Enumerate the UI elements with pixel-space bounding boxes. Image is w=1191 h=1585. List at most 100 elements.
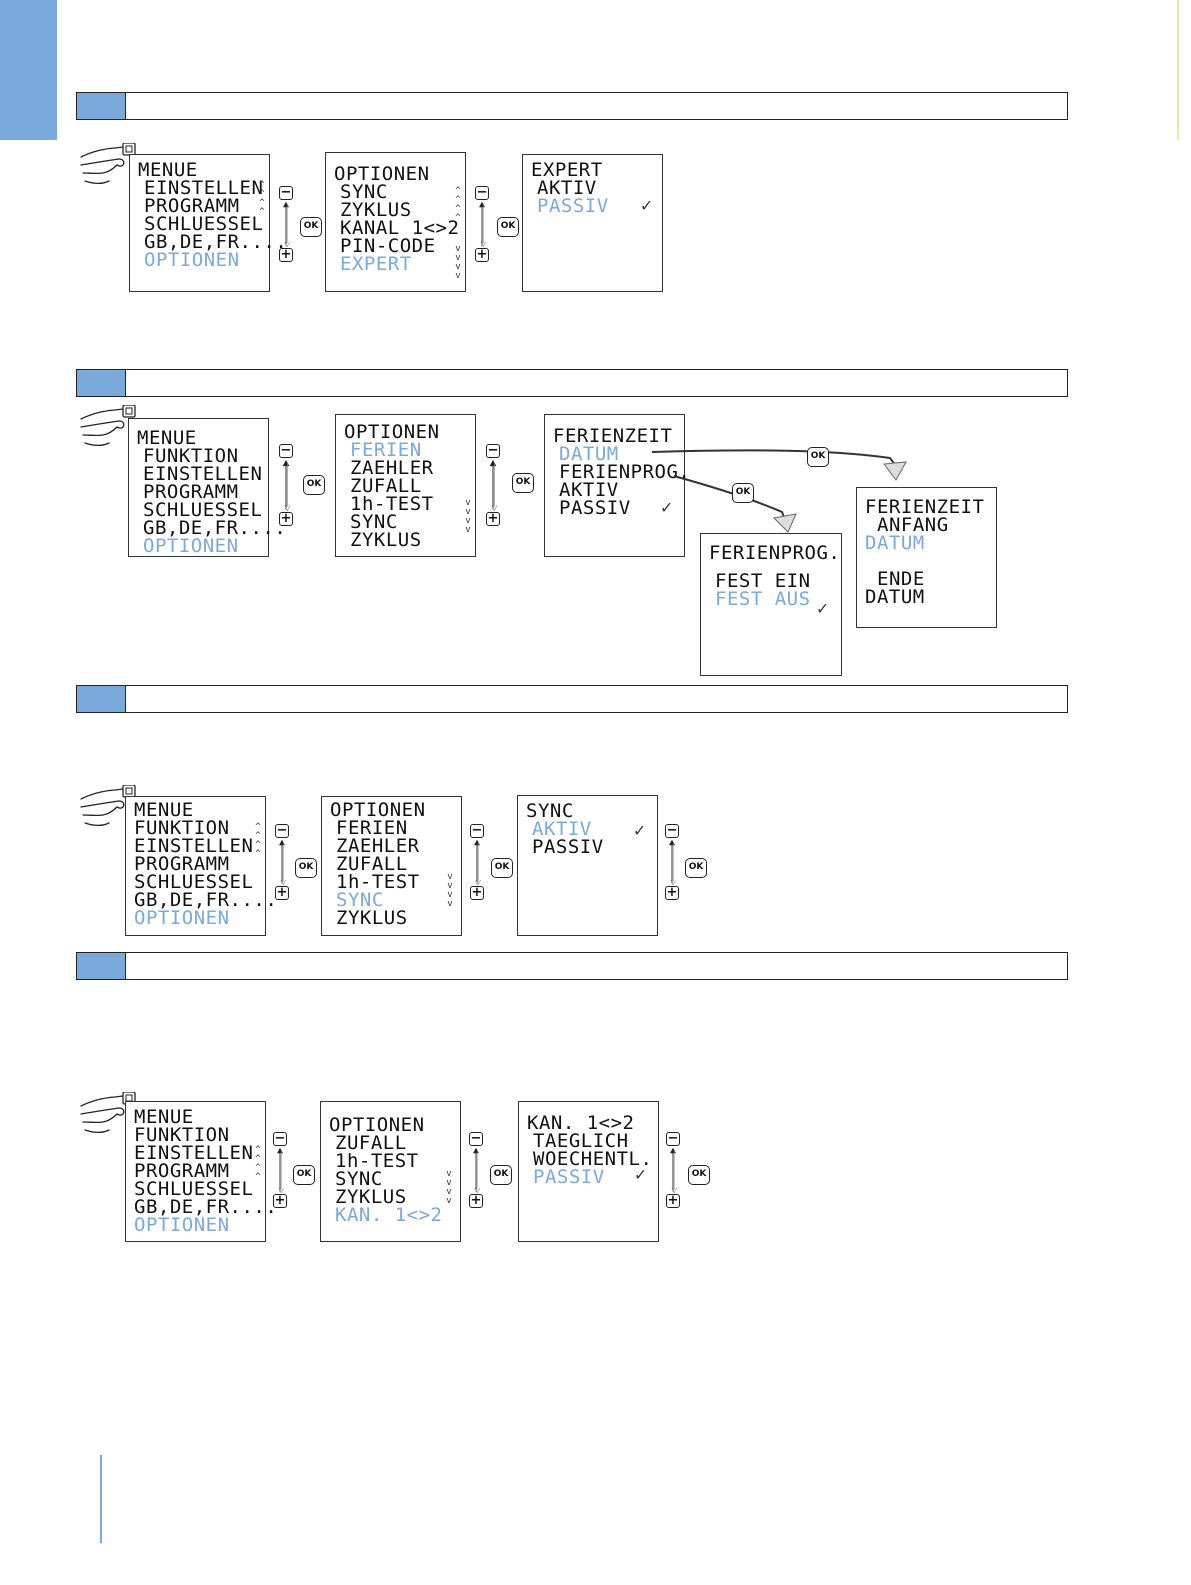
check-icon: ✓ <box>634 820 645 841</box>
menu-item: SCHLUESSEL <box>134 871 254 893</box>
nav-control: − + <box>485 444 509 544</box>
nav-control: − + <box>468 824 492 924</box>
menu-item: EINSTELLEN <box>144 177 264 199</box>
menu-item: ZYKLUS <box>336 907 408 929</box>
screen-title: MENUE <box>137 427 197 449</box>
up-down-arrow-icon <box>486 458 500 512</box>
menu-item: EINSTELLEN <box>143 463 263 485</box>
screen-title: MENUE <box>134 799 194 821</box>
up-down-arrow-icon <box>666 1146 680 1194</box>
menu-item-selected: OPTIONEN <box>144 249 240 271</box>
date-value: DATUM <box>865 586 925 608</box>
ok-button-icon: OK <box>490 1165 512 1185</box>
up-down-arrow-icon <box>475 200 489 248</box>
up-down-arrow-icon <box>469 1146 483 1194</box>
menu-item: FUNKTION <box>134 817 230 839</box>
menu-item: SYNC <box>340 181 388 203</box>
optionen-screen: OPTIONEN FERIEN ZAEHLER ZUFALL 1h-TEST S… <box>335 414 476 557</box>
screen-title: OPTIONEN <box>334 163 430 185</box>
sync-screen: SYNC AKTIV PASSIV ✓ <box>517 795 658 936</box>
minus-button-icon: − <box>475 185 489 200</box>
scroll-up-arrows-icon: ^^^^ <box>255 822 261 859</box>
menu-item: ZUFALL <box>336 853 408 875</box>
menu-item: ZUFALL <box>335 1132 407 1154</box>
section-header-bar-1 <box>76 92 1068 120</box>
expert-screen: EXPERT AKTIV PASSIV ✓ <box>522 154 663 292</box>
menu-item: TAEGLICH <box>533 1130 629 1152</box>
ferienzeit-datum-screen: FERIENZEIT ANFANG DATUM ENDE DATUM <box>856 487 997 628</box>
scroll-up-arrows-icon: ^^^^ <box>455 186 461 223</box>
plus-button-icon: + <box>275 885 289 900</box>
menu-item: EINSTELLEN <box>134 835 254 857</box>
menu-item-selected: OPTIONEN <box>134 1214 230 1236</box>
minus-button-icon: − <box>666 1131 680 1146</box>
minus-button-icon: − <box>469 1131 483 1146</box>
menu-screen: MENUE FUNKTION EINSTELLEN PROGRAMM SCHLU… <box>125 1101 278 1242</box>
menu-item: SCHLUESSEL <box>143 499 263 521</box>
minus-button-icon: − <box>470 823 484 838</box>
menu-item: PROGRAMM <box>134 853 230 875</box>
screen-title: KAN. 1<>2 <box>527 1112 635 1134</box>
minus-button-icon: − <box>275 823 289 838</box>
ok-button-icon: OK <box>497 217 519 237</box>
section-header-bar-2 <box>76 369 1068 397</box>
check-icon: ✓ <box>817 598 828 619</box>
ok-button-icon: OK <box>491 858 513 878</box>
screen-title: FERIENZEIT <box>553 425 673 447</box>
label-ende: ENDE <box>877 568 925 590</box>
menu-screen: MENUE EINSTELLEN PROGRAMM SCHLUESSEL GB,… <box>129 154 287 292</box>
section-header-bar-4 <box>76 952 1068 980</box>
plus-button-icon: + <box>665 885 679 900</box>
menu-item: ZUFALL <box>350 475 422 497</box>
nav-control: − + <box>273 824 297 924</box>
menu-item: ZAEHLER <box>336 835 420 857</box>
plus-button-icon: + <box>279 247 293 262</box>
plus-button-icon: + <box>279 511 293 526</box>
menu-item: GB,DE,FR.... <box>134 1196 278 1218</box>
menu-item-selected: OPTIONEN <box>134 907 230 929</box>
menu-item: 1h-TEST <box>336 871 420 893</box>
menu-item: AKTIV <box>537 177 597 199</box>
check-icon: ✓ <box>661 497 672 518</box>
menu-item: PROGRAMM <box>134 1160 230 1182</box>
ok-button-icon: OK <box>293 1165 315 1185</box>
nav-control: − + <box>272 1132 296 1232</box>
optionen-screen: OPTIONEN ZUFALL 1h-TEST SYNC ZYKLUS KAN.… <box>320 1101 461 1242</box>
menu-item: WOECHENTL. <box>533 1148 653 1170</box>
nav-control: − + <box>664 1132 688 1232</box>
up-down-arrow-icon <box>273 1146 287 1194</box>
ok-button-icon: OK <box>807 447 829 467</box>
menu-item: SYNC <box>350 511 398 533</box>
menu-screen: MENUE FUNKTION EINSTELLEN PROGRAMM SCHLU… <box>128 418 286 557</box>
menu-item: PROGRAMM <box>143 481 239 503</box>
menu-item: FUNKTION <box>134 1124 230 1146</box>
nav-control: − + <box>277 444 301 544</box>
ok-button-icon: OK <box>688 1165 710 1185</box>
plus-button-icon: + <box>486 511 500 526</box>
page-edge-marker <box>1177 0 1179 140</box>
menu-item: PIN-CODE <box>340 235 436 257</box>
screen-title: MENUE <box>138 159 198 181</box>
menu-item-selected: PASSIV <box>537 195 609 217</box>
nav-control: − + <box>474 186 498 286</box>
minus-button-icon: − <box>486 443 500 458</box>
menu-item: EINSTELLEN <box>134 1142 254 1164</box>
scroll-up-arrows-icon: ^^^^ <box>259 180 265 217</box>
ferienzeit-screen: FERIENZEIT DATUM FERIENPROG. AKTIV PASSI… <box>544 414 690 557</box>
scroll-up-arrows-icon: ^^^^ <box>255 1145 261 1182</box>
screen-title: OPTIONEN <box>329 1114 425 1136</box>
menu-item: ZYKLUS <box>340 199 412 221</box>
menu-item: PASSIV <box>532 836 604 858</box>
menu-item-selected: KAN. 1<>2 <box>335 1204 443 1226</box>
page-tab-marker <box>0 0 57 140</box>
nav-control: − + <box>468 1132 492 1232</box>
optionen-screen: OPTIONEN SYNC ZYKLUS KANAL 1<>2 PIN-CODE… <box>325 152 466 292</box>
date-value-selected: DATUM <box>865 532 925 554</box>
minus-button-icon: − <box>665 823 679 838</box>
up-down-arrow-icon <box>279 458 293 512</box>
menu-item: SCHLUESSEL <box>134 1178 254 1200</box>
up-down-arrow-icon <box>470 838 484 886</box>
menu-item: ZYKLUS <box>335 1186 407 1208</box>
